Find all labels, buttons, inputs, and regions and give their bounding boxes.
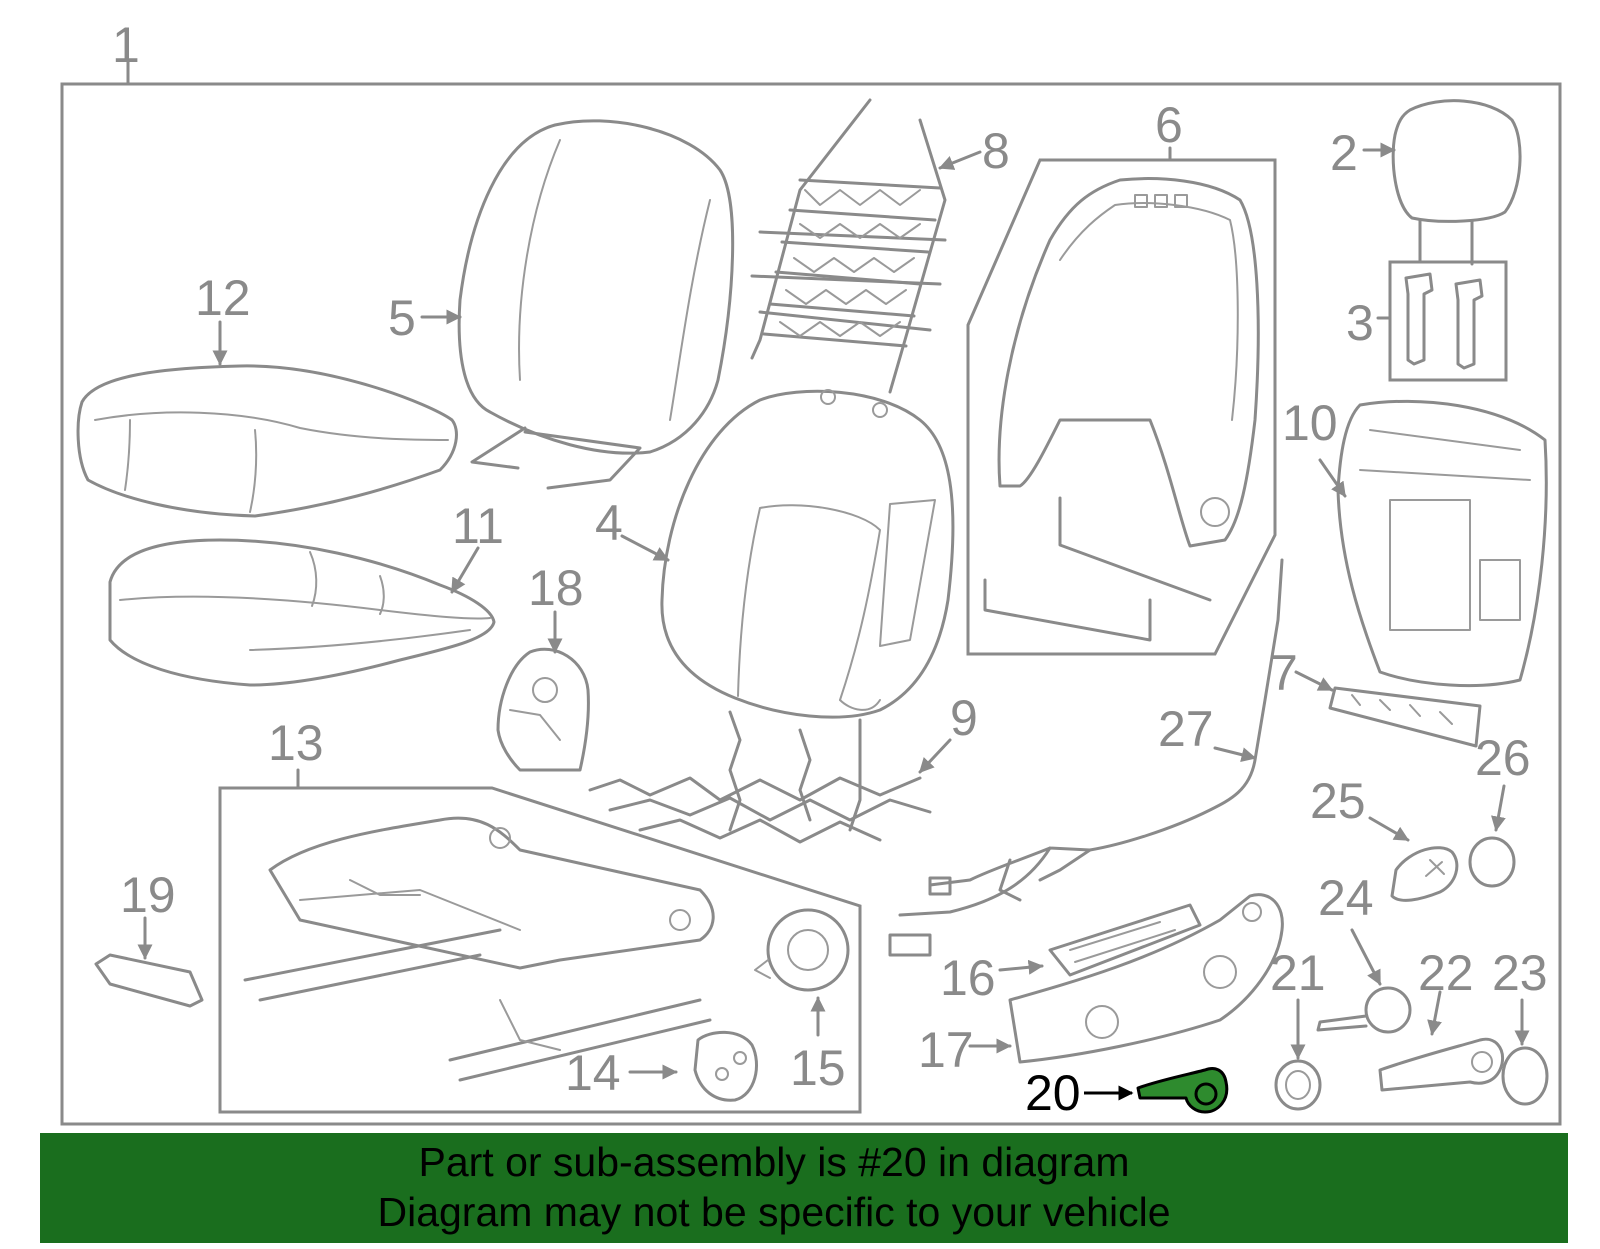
part-14-motor-mount — [693, 1030, 758, 1102]
part-24-knob — [1316, 986, 1412, 1034]
part-23-cap — [1501, 1046, 1549, 1106]
callout-6: 6 — [1155, 97, 1183, 153]
callout-8: 8 — [982, 123, 1010, 179]
part-13-seat-adjuster — [218, 786, 862, 1114]
callout-20: 20 — [1025, 1065, 1081, 1121]
callout-1: 1 — [112, 17, 140, 73]
part-18-recliner-cover — [496, 647, 590, 772]
callout-12: 12 — [195, 270, 251, 326]
part-21-clip — [1274, 1059, 1322, 1111]
callout-2: 2 — [1330, 125, 1358, 181]
callout-25: 25 — [1310, 773, 1366, 829]
callout-3: 3 — [1346, 295, 1374, 351]
assembly-frame — [60, 82, 1562, 1126]
callout-16: 16 — [940, 950, 996, 1006]
callout-17: 17 — [918, 1022, 974, 1078]
callout-14: 14 — [565, 1045, 621, 1101]
callout-5: 5 — [388, 290, 416, 346]
part-2-headrest — [1391, 99, 1522, 266]
part-11-cushion-pad — [108, 538, 496, 687]
part-10-back-panel — [1336, 399, 1548, 687]
part-20-adjuster-handle — [1136, 1067, 1229, 1114]
part-8-back-spring — [750, 98, 947, 394]
callout-18: 18 — [528, 560, 584, 616]
callout-26: 26 — [1475, 730, 1531, 786]
banner-line-2: Diagram may not be specific to your vehi… — [377, 1189, 1171, 1235]
banner-line-1: Part or sub-assembly is #20 in diagram — [418, 1139, 1130, 1185]
part-6-seatback-frame — [966, 158, 1277, 656]
callout-9: 9 — [950, 690, 978, 746]
callout-13: 13 — [268, 715, 324, 771]
part-16-switch — [1048, 903, 1202, 977]
callout-21: 21 — [1270, 945, 1326, 1001]
callout-7: 7 — [1270, 645, 1298, 701]
part-9-cushion-spring — [588, 710, 932, 844]
part-26-trim-cap — [1468, 836, 1516, 888]
callout-4: 4 — [595, 495, 623, 551]
part-12-cushion-cover — [76, 364, 458, 518]
part-15-motor — [754, 908, 850, 992]
callout-22: 22 — [1418, 945, 1474, 1001]
callout-19: 19 — [120, 867, 176, 923]
callout-27: 27 — [1158, 701, 1214, 757]
callout-10: 10 — [1282, 395, 1338, 451]
part-19-side-trim — [94, 953, 204, 1008]
callout-15: 15 — [790, 1040, 846, 1096]
callout-24: 24 — [1318, 870, 1374, 926]
part-3-headrest-guides — [1388, 260, 1508, 382]
part-27-wire-harness — [888, 558, 1284, 957]
callout-23: 23 — [1492, 945, 1548, 1001]
part-4-seatback-pad — [660, 389, 955, 719]
part-7-trim-strip — [1328, 686, 1482, 748]
callout-11: 11 — [452, 498, 504, 554]
part-5-seatback-cover — [457, 119, 735, 490]
part-25-knob-cover — [1390, 846, 1459, 902]
info-banner: Part or sub-assembly is #20 in diagram D… — [40, 1133, 1568, 1243]
part-17-side-shield — [1008, 893, 1284, 1064]
part-22-lever — [1378, 1037, 1505, 1092]
